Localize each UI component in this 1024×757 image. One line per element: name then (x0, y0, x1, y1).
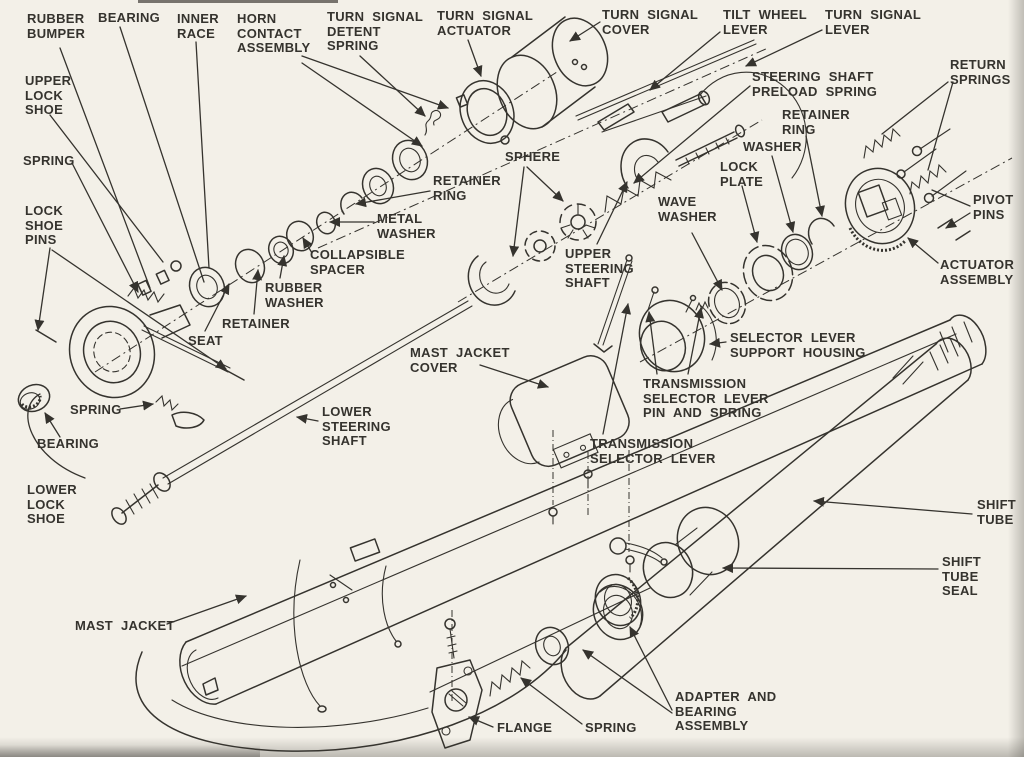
leader-lock-plate (741, 185, 760, 243)
leader-lock-shoe-pins (51, 249, 227, 370)
leader-return-springs (927, 81, 954, 171)
scan-artifact-bottom (0, 737, 1024, 757)
lock-plate-row-drawing (707, 217, 835, 325)
leader-lower-lock-shoe (27, 393, 86, 479)
leader-pivot-pins (945, 212, 971, 229)
leader-turn-signal-actuator (467, 39, 483, 77)
leader-retainer-ring-right (805, 135, 825, 217)
leader-shift-tube-seal (722, 563, 939, 574)
leader-tilt-wheel-lever (649, 31, 721, 91)
shift-tube-drawing (135, 337, 972, 752)
levers-drawing (575, 39, 807, 179)
leader-transmission-selector-lever (602, 303, 632, 435)
leader-selector-lever-support-housing (709, 337, 727, 348)
leader-return-springs (881, 81, 949, 135)
leader-sphere (526, 166, 564, 202)
leader-spring-upper-left (71, 162, 139, 293)
leader-adapter-and-bearing-assembly (629, 626, 673, 711)
actuator-assembly-drawing (844, 127, 971, 252)
leader-mast-jacket (166, 594, 247, 625)
lower-steering-shaft-drawing (111, 300, 473, 525)
leader-rubber-bumper (59, 47, 151, 289)
leader-retainer (252, 269, 263, 315)
leader-shift-tube (813, 496, 973, 515)
leader-collapsible-spacer (302, 237, 313, 254)
leader-lines (27, 21, 973, 728)
leader-inner-race (195, 41, 210, 269)
leader-turn-signal-cover (569, 21, 601, 42)
leader-rubber-washer (277, 255, 288, 279)
lower-bearing-drawing (17, 383, 205, 429)
lock-housing-drawing (35, 260, 245, 399)
leader-wave-washer (691, 232, 723, 291)
leader-sphere (509, 166, 525, 257)
leader-turn-signal-detent-spring (359, 55, 426, 117)
leader-horn-contact-assembly (301, 62, 423, 147)
leader-washer-right (771, 155, 796, 233)
turn-signal-group-drawing (424, 16, 609, 145)
leader-adapter-and-bearing-assembly (582, 649, 673, 714)
leader-upper-steering-shaft (596, 181, 628, 245)
leader-flange (468, 716, 494, 728)
upper-steering-shaft-drawing (467, 124, 746, 306)
leader-spring-bottom (520, 677, 583, 725)
scan-artifact-top (138, 0, 338, 3)
leader-seat (204, 283, 230, 332)
scan-artifact-corner (0, 745, 260, 757)
scan-artifact-right (1008, 0, 1024, 757)
leader-mast-jacket-cover (479, 364, 549, 389)
leader-upper-lock-shoe (49, 114, 164, 263)
selector-housing-drawing (593, 254, 717, 373)
flange-group-drawing (431, 583, 644, 749)
leader-lock-shoe-pins (34, 247, 51, 331)
leader-steering-shaft-preload-spring (633, 85, 751, 184)
leader-actuator-assembly (907, 237, 939, 264)
washer-stack-drawing (188, 139, 429, 308)
leader-horn-contact-assembly (301, 55, 449, 110)
leader-bearing-top (119, 26, 205, 283)
leader-spring-left (119, 400, 154, 411)
leader-pivot-pins (931, 189, 971, 207)
leader-transmission-selector-lever-pin-and-spring (687, 307, 704, 375)
leader-turn-signal-lever (745, 29, 823, 67)
leader-bearing-left (44, 412, 61, 438)
leader-retainer-ring-left (355, 190, 431, 208)
leader-transmission-selector-lever-pin-and-spring (645, 311, 658, 375)
mast-jacket-drawing (179, 314, 987, 713)
leader-lower-steering-shaft (296, 413, 319, 424)
